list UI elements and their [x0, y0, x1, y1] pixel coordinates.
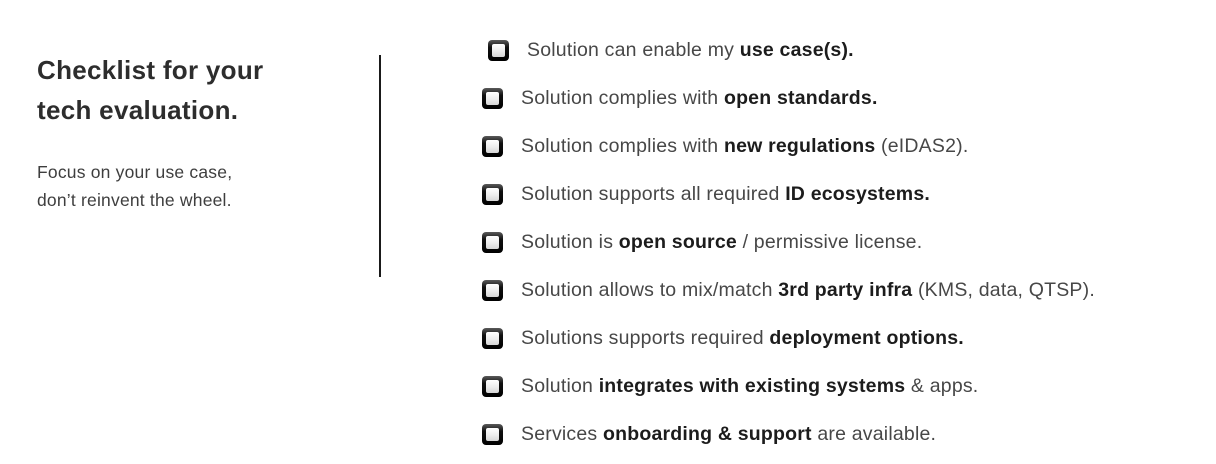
label-regular-text: (KMS, data, QTSP).: [912, 278, 1095, 301]
label-regular-text: are available.: [811, 422, 937, 445]
label-bold-text: 3rd party infra: [778, 278, 913, 301]
checkbox-inner-square: [486, 139, 499, 153]
label-regular-text: Solution complies with: [521, 134, 724, 157]
left-panel: Checklist for your tech evaluation. Focu…: [37, 50, 357, 214]
checklist: Solution can enable my use case(s). Solu…: [482, 36, 1095, 448]
label-regular-text: Solution supports all required: [521, 182, 786, 205]
label-bold-text: integrates with existing systems: [598, 374, 906, 397]
checklist-item: Solution supports all required ID ecosys…: [482, 180, 1095, 208]
label-regular-text: Solution allows to mix/match: [521, 278, 779, 301]
subtitle-line-2: don’t reinvent the wheel.: [37, 190, 232, 210]
checkbox-icon[interactable]: [488, 39, 509, 61]
checklist-item-label: Services onboarding & support are availa…: [521, 423, 936, 446]
label-regular-text: Services: [521, 422, 603, 445]
label-bold-text: deployment options.: [769, 326, 964, 349]
label-regular-text: & apps.: [905, 374, 979, 397]
checkbox-inner-square: [486, 91, 499, 105]
checkbox-inner-square: [492, 43, 505, 57]
checklist-item: Solution complies with new regulations (…: [482, 132, 1095, 160]
checkbox-icon[interactable]: [482, 231, 503, 253]
label-bold-text: use case(s).: [739, 38, 854, 61]
label-bold-text: open source: [618, 230, 737, 253]
checkbox-inner-square: [486, 235, 499, 249]
checklist-item: Services onboarding & support are availa…: [482, 420, 1095, 448]
checklist-item: Solution allows to mix/match 3rd party i…: [482, 276, 1095, 304]
label-regular-text: Solution is: [521, 230, 619, 253]
page-title: Checklist for your tech evaluation.: [37, 50, 357, 130]
checkbox-icon[interactable]: [482, 87, 503, 109]
checkbox-inner-square: [486, 331, 499, 345]
title-line-1: Checklist for your: [37, 55, 264, 85]
label-bold-text: open standards.: [723, 86, 878, 109]
page-subtitle: Focus on your use case, don’t reinvent t…: [37, 158, 357, 214]
label-regular-text: Solution can enable my: [527, 38, 740, 61]
checkbox-inner-square: [486, 379, 499, 393]
checkbox-icon[interactable]: [482, 423, 503, 445]
label-bold-text: new regulations: [723, 134, 876, 157]
checklist-item-label: Solution integrates with existing system…: [521, 375, 978, 398]
checklist-item: Solution can enable my use case(s).: [488, 36, 1095, 64]
subtitle-line-1: Focus on your use case,: [37, 162, 233, 182]
checkbox-icon[interactable]: [482, 135, 503, 157]
checklist-item-label: Solution can enable my use case(s).: [527, 39, 854, 62]
checkbox-inner-square: [486, 187, 499, 201]
checklist-item: Solution is open source / permissive lic…: [482, 228, 1095, 256]
label-regular-text: Solution complies with: [521, 86, 724, 109]
checkbox-inner-square: [486, 427, 499, 441]
vertical-divider: [379, 55, 381, 277]
label-bold-text: ID ecosystems.: [785, 182, 930, 205]
label-regular-text: Solution: [521, 374, 599, 397]
checklist-item: Solution integrates with existing system…: [482, 372, 1095, 400]
checklist-item-label: Solution allows to mix/match 3rd party i…: [521, 279, 1095, 302]
title-line-2: tech evaluation.: [37, 95, 239, 125]
checkbox-icon[interactable]: [482, 327, 503, 349]
checklist-item-label: Solution is open source / permissive lic…: [521, 231, 922, 254]
checklist-item-label: Solution complies with open standards.: [521, 87, 878, 110]
label-bold-text: onboarding & support: [603, 422, 812, 445]
label-regular-text: (eIDAS2).: [875, 134, 969, 157]
checklist-item-label: Solution supports all required ID ecosys…: [521, 183, 930, 206]
checklist-item-label: Solution complies with new regulations (…: [521, 135, 968, 158]
label-regular-text: Solutions supports required: [521, 326, 770, 349]
checkbox-icon[interactable]: [482, 279, 503, 301]
checkbox-icon[interactable]: [482, 183, 503, 205]
checklist-item: Solution complies with open standards.: [482, 84, 1095, 112]
checklist-item-label: Solutions supports required deployment o…: [521, 327, 964, 350]
checklist-item: Solutions supports required deployment o…: [482, 324, 1095, 352]
label-regular-text: / permissive license.: [736, 230, 923, 253]
checkbox-inner-square: [486, 283, 499, 297]
checkbox-icon[interactable]: [482, 375, 503, 397]
